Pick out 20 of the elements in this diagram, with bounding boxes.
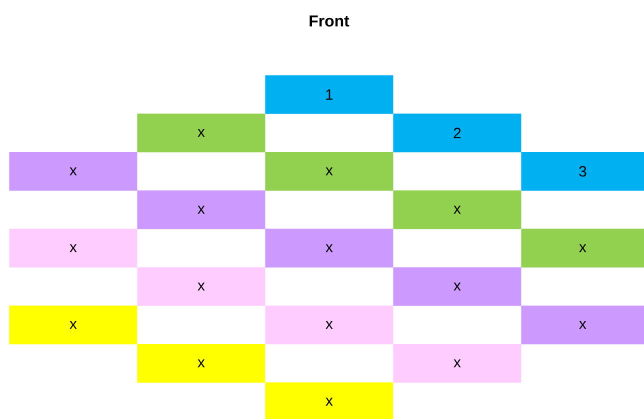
- colored-cell: x: [137, 344, 266, 383]
- colored-cell: x: [9, 306, 138, 344]
- colored-cell: 2: [393, 114, 522, 152]
- colored-cell: x: [521, 228, 644, 268]
- colored-cell: x: [521, 306, 644, 344]
- colored-cell: x: [393, 344, 522, 383]
- colored-cell: x: [265, 152, 394, 191]
- colored-cell: x: [137, 267, 266, 306]
- colored-cell: x: [265, 382, 394, 419]
- colored-cell: x: [265, 228, 394, 268]
- colored-cell: 3: [521, 152, 644, 191]
- colored-cell: x: [265, 306, 394, 344]
- colored-cell: x: [393, 267, 522, 306]
- title: Front: [310, 15, 350, 27]
- colored-cell: x: [393, 190, 522, 230]
- colored-cell: x: [137, 114, 266, 152]
- colored-cell: x: [9, 152, 138, 191]
- colored-cell: x: [137, 190, 266, 230]
- colored-cell: x: [9, 228, 138, 268]
- colored-cell: 1: [265, 75, 394, 114]
